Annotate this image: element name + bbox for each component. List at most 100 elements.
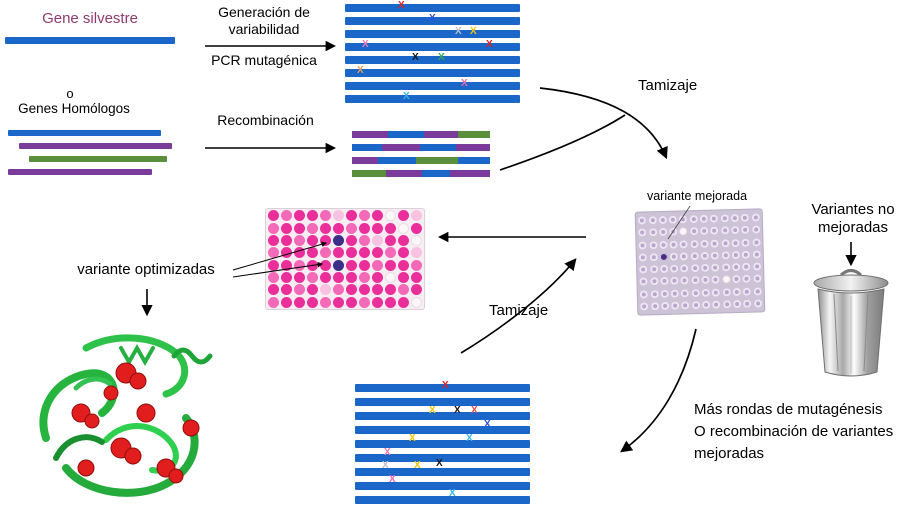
well: [398, 210, 409, 222]
mutation-mark: X: [384, 447, 391, 458]
well: [307, 284, 318, 296]
well: [359, 284, 370, 296]
well: [680, 276, 690, 285]
next-rounds-line-3: mejoradas: [694, 444, 765, 462]
plate-row: [266, 222, 424, 234]
well: [346, 296, 357, 308]
well: [721, 263, 730, 272]
optimized-variant-label: variante optimizadas: [77, 261, 215, 278]
well: [385, 222, 396, 234]
well: [333, 284, 344, 296]
well: [701, 288, 710, 297]
well: [372, 234, 383, 246]
well: [294, 296, 305, 308]
wild-gene-bar: [5, 37, 175, 44]
well: [385, 259, 396, 271]
well: [638, 241, 647, 250]
mutation-mark: X: [466, 433, 473, 444]
gene-segment: [352, 144, 382, 151]
well: [398, 296, 409, 308]
well: [294, 271, 305, 283]
well: [689, 227, 699, 236]
well: [307, 210, 318, 222]
well: [699, 214, 709, 224]
well: [691, 276, 700, 285]
well: [320, 210, 331, 222]
mutation-mark: X: [470, 26, 477, 37]
well: [671, 301, 680, 310]
gene-bar: [345, 30, 520, 38]
gene-bar: [355, 468, 530, 476]
well: [691, 288, 700, 297]
well: [741, 213, 750, 223]
gene-bar: [355, 398, 530, 406]
well: [650, 289, 659, 298]
well: [660, 289, 669, 298]
gene-segment: [456, 144, 490, 151]
gene-bar: [345, 95, 520, 103]
well: [398, 271, 409, 283]
well: [752, 250, 761, 259]
well: [359, 271, 370, 283]
plate-row: [266, 259, 424, 271]
well: [731, 238, 740, 247]
mutation-mark: X: [409, 433, 416, 444]
well: [346, 210, 357, 222]
selected-variant-well: [333, 234, 344, 246]
well: [743, 299, 752, 308]
well: [411, 247, 422, 259]
gene-segment: [388, 131, 424, 138]
mutation-mark: X: [362, 39, 369, 50]
well: [722, 275, 731, 284]
well: [720, 226, 729, 235]
gene-bar: [355, 412, 530, 420]
well: [752, 262, 761, 271]
or-label: o: [66, 86, 74, 101]
plate-row: [637, 250, 763, 262]
well: [294, 259, 305, 271]
gene-bar: [355, 496, 530, 504]
recombination-label: Recombinación: [217, 112, 314, 128]
well: [681, 288, 690, 298]
well: [638, 216, 647, 225]
well: [751, 238, 761, 247]
mutation-mark: X: [471, 405, 478, 416]
screening-arrow-top: [539, 87, 668, 160]
not-improved-label: Variantes no mejoradas: [811, 201, 895, 236]
screening-label-1: Tamizaje: [638, 77, 698, 94]
well: [320, 296, 331, 308]
well: [712, 300, 721, 309]
well: [268, 234, 279, 246]
well: [372, 247, 383, 259]
well: [372, 296, 383, 308]
well: [650, 301, 659, 311]
well: [649, 252, 658, 262]
mutation-mark: X: [357, 65, 364, 76]
recombined-gene-bar: [352, 131, 490, 138]
well: [333, 222, 344, 234]
well: [690, 239, 699, 248]
well: [359, 247, 370, 259]
well: [639, 253, 648, 262]
well: [398, 234, 409, 246]
well: [268, 271, 279, 283]
well: [372, 222, 383, 234]
gene-bar: [345, 56, 520, 64]
gene-segment: [352, 157, 378, 164]
well: [294, 234, 305, 246]
recombined-gene-bar: [352, 144, 490, 151]
mutation-mark: X: [436, 458, 443, 469]
well: [702, 300, 711, 309]
well: [659, 240, 668, 249]
gene-bar: [355, 454, 530, 462]
well: [411, 284, 422, 296]
well: [669, 240, 678, 249]
selected-variant-well: [333, 259, 344, 271]
well: [668, 215, 678, 225]
well: [721, 238, 730, 248]
well: [669, 228, 678, 237]
well: [670, 276, 679, 286]
well: [690, 251, 699, 261]
well: [741, 250, 751, 259]
